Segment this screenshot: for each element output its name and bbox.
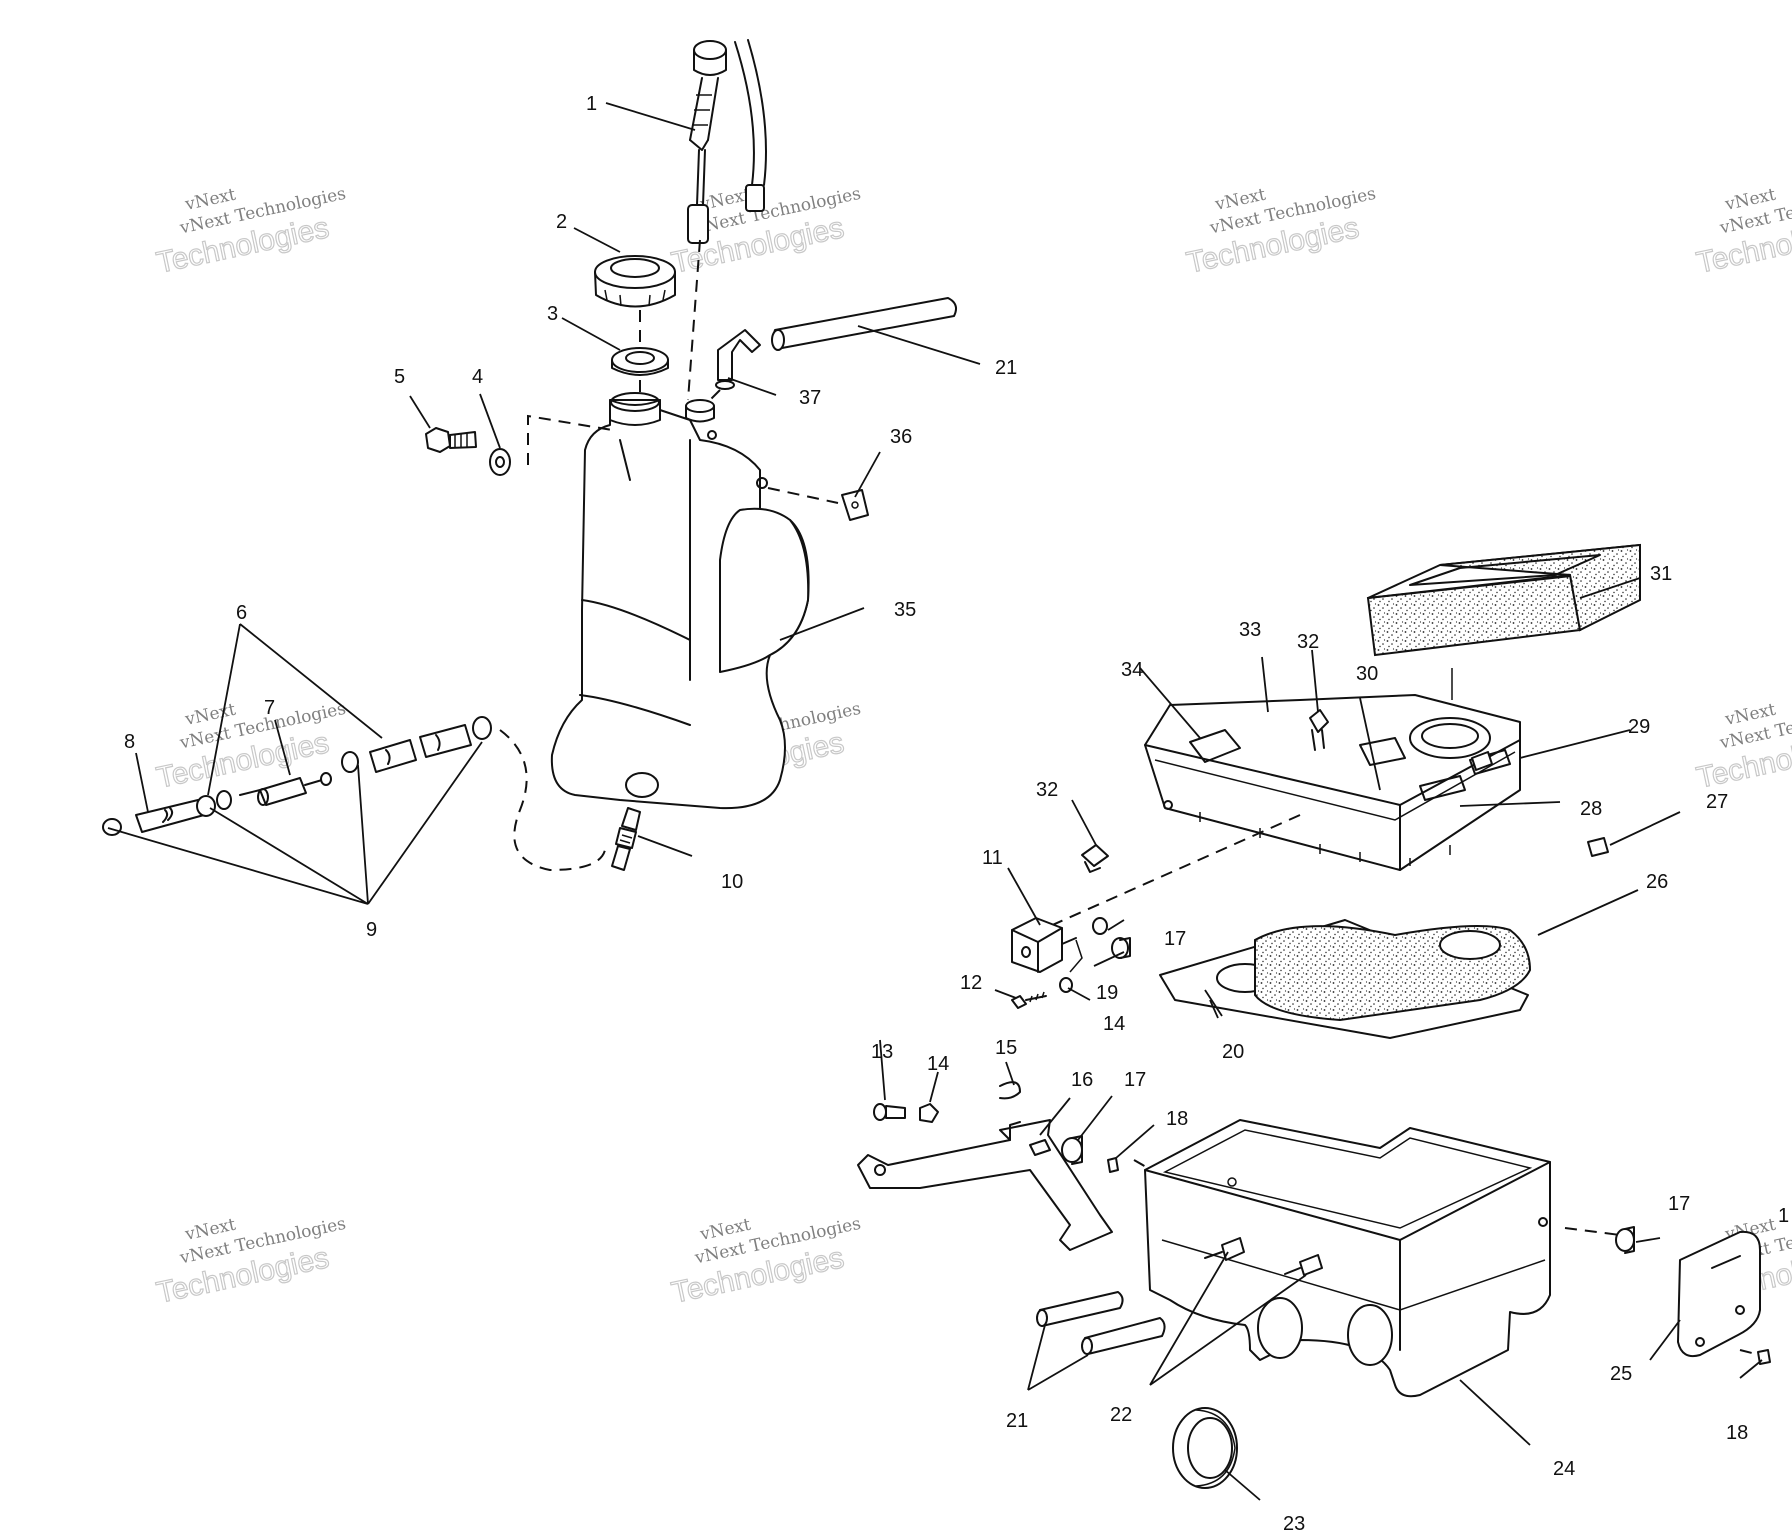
callout: 13 xyxy=(871,1041,893,1063)
watermark-layer: vNext vNext Technologies Technologies vN… xyxy=(153,184,1792,1311)
callout: 17 xyxy=(1164,928,1186,950)
clip-15 xyxy=(999,1081,1021,1100)
callout: 1 xyxy=(1778,1205,1789,1227)
watermark: vNext vNext Technologies Technologies xyxy=(153,184,348,281)
bracket-assembly xyxy=(857,1119,1113,1251)
callout: 16 xyxy=(1071,1069,1093,1091)
cap-gasket xyxy=(611,347,669,376)
watermark: vNext vNext Technologies Technologies xyxy=(153,1214,348,1311)
fuel-gauge-sender xyxy=(687,39,767,244)
callout: 9 xyxy=(366,919,377,941)
callout: 19 xyxy=(1096,982,1118,1004)
callout: 5 xyxy=(394,366,405,388)
callout: 18 xyxy=(1166,1108,1188,1130)
screw-18 xyxy=(1107,1157,1119,1173)
filler-cap xyxy=(594,255,676,308)
leader-lines xyxy=(107,102,1763,1501)
callout: 27 xyxy=(1706,791,1728,813)
callout: 15 xyxy=(995,1037,1017,1059)
hoses-21 xyxy=(1036,1291,1166,1355)
callout: 25 xyxy=(1610,1363,1632,1385)
callout: 36 xyxy=(890,426,912,448)
airbox-foam-top xyxy=(1366,543,1641,657)
callout: 29 xyxy=(1628,716,1650,738)
callout: 32 xyxy=(1036,779,1058,801)
callout: 33 xyxy=(1239,619,1261,641)
clip-27 xyxy=(1587,837,1609,857)
callout: 7 xyxy=(264,697,275,719)
fuel-tank xyxy=(550,392,810,810)
callout: 32 xyxy=(1297,631,1319,653)
callout: 10 xyxy=(721,871,743,893)
callout: 3 xyxy=(547,303,558,325)
grommet-17b xyxy=(1061,1135,1083,1165)
callout: 30 xyxy=(1356,663,1378,685)
callout: 24 xyxy=(1553,1458,1575,1480)
callout: 1 xyxy=(586,93,597,115)
callout: 11 xyxy=(982,847,1003,869)
callout: 28 xyxy=(1580,798,1602,820)
callout: 4 xyxy=(472,366,483,388)
screw-18b xyxy=(1739,1349,1771,1365)
callout: 26 xyxy=(1646,871,1668,893)
rubber-boot-23 xyxy=(1172,1407,1238,1489)
callout: 20 xyxy=(1222,1041,1244,1063)
vent-hose xyxy=(771,297,957,351)
callout: 22 xyxy=(1110,1404,1132,1426)
watermark: vNext vNext Technologies Technologies xyxy=(1693,184,1792,281)
washer-19 xyxy=(1092,917,1108,935)
callout: 14 xyxy=(1103,1013,1125,1035)
tank-bolt xyxy=(425,427,477,453)
fuel-pump xyxy=(1011,917,1077,973)
callout: 21 xyxy=(995,357,1017,379)
callout: 17 xyxy=(1668,1193,1690,1215)
plate-25 xyxy=(1677,1230,1761,1358)
pump-screw xyxy=(1011,991,1047,1009)
callout: 37 xyxy=(799,387,821,409)
callout: 34 xyxy=(1121,659,1143,681)
airbox-base xyxy=(1144,1119,1551,1398)
callout: 23 xyxy=(1283,1513,1305,1535)
callout: 18 xyxy=(1726,1422,1748,1444)
foam-filter xyxy=(1159,919,1532,1039)
callout: 35 xyxy=(894,599,916,621)
callouts: 1 2 3 4 5 6 7 8 9 10 11 12 13 14 14 15 1… xyxy=(124,93,1789,1535)
watermark: vNext vNext Technologies Technologies xyxy=(1183,184,1378,281)
callout: 17 xyxy=(1124,1069,1146,1091)
callout: 8 xyxy=(124,731,135,753)
airbox-cover-clip xyxy=(1309,709,1329,751)
callout: 6 xyxy=(236,602,247,624)
callout: 21 xyxy=(1006,1410,1028,1432)
grommet-17a xyxy=(1111,937,1131,959)
fuel-outlet-fitting xyxy=(611,807,641,871)
watermark: vNext vNext Technologies Technologies xyxy=(1693,699,1792,796)
bolt-13 xyxy=(873,1103,906,1121)
tank-washer xyxy=(489,448,511,476)
tank-clip xyxy=(841,489,869,521)
callout: 2 xyxy=(556,211,567,233)
airbox-clip-lower xyxy=(1081,844,1109,873)
vent-fitting xyxy=(715,329,761,390)
callout: 14 xyxy=(927,1053,949,1075)
callout: 12 xyxy=(960,972,982,994)
grommet-17c xyxy=(1615,1226,1635,1254)
airbox-cover xyxy=(1144,694,1521,871)
callout: 31 xyxy=(1650,563,1672,585)
watermark: vNext vNext Technologies Technologies xyxy=(668,1214,863,1311)
nut-14 xyxy=(919,1103,939,1123)
